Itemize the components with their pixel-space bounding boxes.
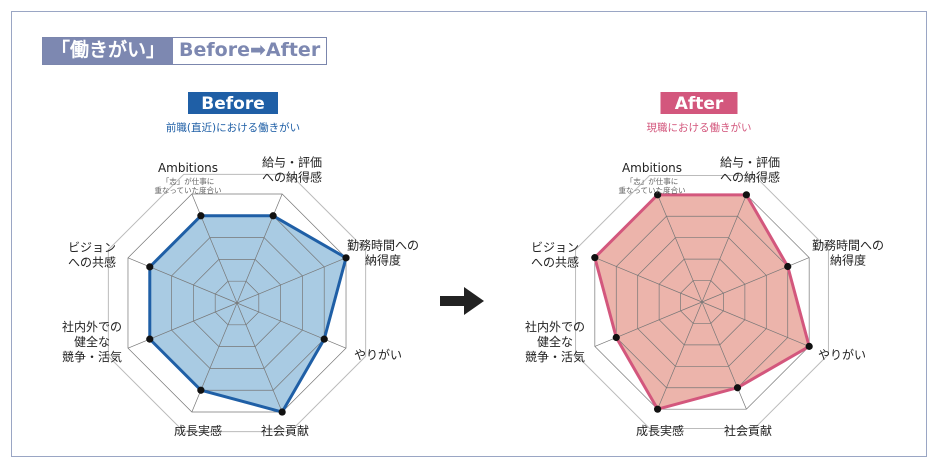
axis-label: 成長実感 bbox=[174, 423, 222, 438]
chart-subtitle: 現職における働きがい bbox=[647, 121, 752, 134]
radar-point bbox=[342, 254, 350, 262]
axis-sublabel: 重なっていた度合い bbox=[154, 185, 221, 195]
radar-spoke bbox=[701, 194, 747, 303]
axis-label: Ambitions bbox=[158, 161, 218, 175]
radar-spoke bbox=[236, 302, 347, 349]
radar-area bbox=[149, 215, 347, 413]
page-title-right: Before➡After bbox=[173, 38, 327, 64]
radar-point bbox=[197, 386, 205, 394]
radar-spoke bbox=[191, 193, 238, 304]
before-radar-chart: Before 前職(直近)における働きがい Ambitions「志」が仕事に重なって… bbox=[62, 92, 419, 438]
axis-label: 社内外での bbox=[62, 319, 122, 334]
axis-label: 給与・評価 bbox=[720, 155, 780, 170]
axis-label: 社会貢献 bbox=[724, 423, 772, 438]
axis-label: への納得感 bbox=[262, 170, 322, 185]
radar-spoke bbox=[657, 301, 703, 410]
axis-label: やりがい bbox=[818, 347, 866, 362]
axis-label: への納得感 bbox=[720, 170, 780, 185]
radar-spoke bbox=[191, 302, 238, 413]
radar-spoke bbox=[236, 257, 347, 304]
axis-label: 納得度 bbox=[830, 253, 866, 268]
radar-point bbox=[784, 262, 792, 271]
radar-point bbox=[269, 212, 277, 220]
chart-badge-bg bbox=[660, 92, 738, 114]
axis-label: 競争・活気 bbox=[525, 349, 585, 364]
radar-spoke bbox=[594, 301, 703, 347]
axis-label: 競争・活気 bbox=[62, 349, 122, 364]
radar-spoke bbox=[657, 194, 703, 303]
radar-spoke bbox=[594, 257, 703, 303]
axis-sublabel: 重なっていた度合い bbox=[618, 185, 685, 195]
after-radar-chart: After 現職における働きがい Ambitions「志」が仕事に重なっていた度合い… bbox=[525, 92, 884, 438]
page-title-left: 「働きがい」 bbox=[43, 38, 174, 64]
radar-outer-border bbox=[107, 173, 367, 433]
radar-point bbox=[742, 191, 750, 199]
right-arrow-icon bbox=[440, 287, 484, 315]
axis-label: 健全な bbox=[74, 334, 110, 349]
axis-sublabel: 「志」が仕事に bbox=[626, 176, 679, 186]
axis-label: 給与・評価 bbox=[262, 155, 322, 170]
axis-label: への共感 bbox=[68, 255, 116, 270]
axis-label: ビジョン bbox=[68, 241, 116, 255]
axis-label: 納得度 bbox=[365, 253, 401, 268]
arrow-shaft bbox=[440, 296, 466, 306]
radar-point bbox=[654, 405, 662, 413]
radar-point bbox=[612, 333, 620, 342]
figure-frame bbox=[11, 11, 927, 457]
radar-spoke bbox=[701, 257, 810, 303]
axis-label: への共感 bbox=[531, 255, 579, 270]
radar-spoke bbox=[127, 257, 238, 304]
radar-outer-border bbox=[575, 175, 829, 429]
radar-point bbox=[320, 335, 328, 343]
chart-subtitle: 前職(直近)における働きがい bbox=[166, 121, 300, 134]
axis-label: 健全な bbox=[537, 334, 573, 349]
radar-point bbox=[805, 342, 813, 350]
radar-point bbox=[146, 263, 154, 271]
axis-label: ビジョン bbox=[531, 241, 579, 255]
radar-spoke bbox=[236, 193, 283, 304]
radar-point bbox=[654, 191, 662, 199]
axis-label: 勤務時間への bbox=[347, 239, 419, 253]
radar-spoke bbox=[127, 302, 238, 349]
chart-badge: After bbox=[675, 94, 724, 114]
axis-label: 勤務時間への bbox=[812, 239, 884, 253]
axis-sublabel: 「志」が仕事に bbox=[162, 176, 215, 186]
arrow-head bbox=[464, 287, 484, 315]
axis-label: 社内外での bbox=[525, 319, 585, 334]
radar-point bbox=[197, 212, 205, 220]
radar-point bbox=[591, 254, 599, 262]
radar-point bbox=[278, 408, 286, 416]
chart-badge-bg bbox=[188, 92, 278, 114]
axis-label: 成長実感 bbox=[636, 423, 684, 438]
axis-label: 社会貢献 bbox=[261, 423, 309, 438]
radar-point bbox=[146, 335, 154, 343]
radar-spoke bbox=[236, 302, 283, 413]
page-title: 「働きがい」 Before➡After bbox=[42, 37, 328, 65]
radar-spoke bbox=[701, 301, 747, 410]
axis-label: Ambitions bbox=[622, 161, 682, 175]
axis-label: やりがい bbox=[354, 347, 402, 362]
chart-badge: Before bbox=[201, 94, 264, 114]
radar-point bbox=[733, 384, 742, 392]
radar-spoke bbox=[701, 301, 810, 347]
